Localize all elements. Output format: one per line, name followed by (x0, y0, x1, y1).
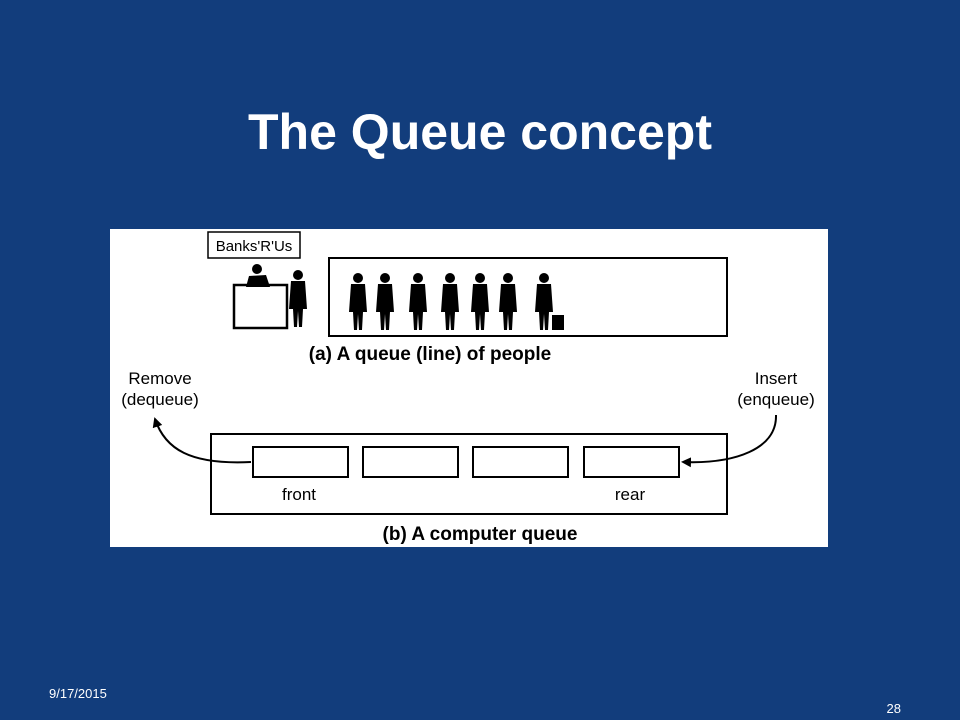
caption-a: (a) A queue (line) of people (309, 344, 551, 365)
bank-sign-label: Banks'R'Us (216, 238, 293, 255)
rear-label: rear (615, 485, 646, 504)
customer-silhouette (289, 270, 307, 327)
people-queue-box (328, 257, 728, 337)
queue-diagram: Banks'R'Us (a) A queue (line) of people … (121, 231, 815, 545)
remove-label: Remove (128, 369, 191, 388)
enqueue-label: (enqueue) (737, 390, 815, 409)
queue-slot-3 (472, 446, 569, 478)
queue-slot-rear (583, 446, 680, 478)
footer-date: 9/17/2015 (49, 686, 107, 701)
front-label: front (282, 485, 316, 504)
queue-slot-front (252, 446, 349, 478)
queue-figure: Banks'R'Us (a) A queue (line) of people … (110, 229, 828, 547)
teller-counter (232, 283, 289, 330)
slide-title: The Queue concept (248, 104, 712, 160)
dequeue-label: (dequeue) (121, 390, 199, 409)
dequeue-arrow (152, 417, 252, 464)
insert-label: Insert (755, 369, 798, 388)
queued-people (349, 273, 564, 330)
teller-silhouette (246, 264, 270, 287)
bank-sign-box (207, 231, 301, 259)
queue-slot-2 (362, 446, 459, 478)
enqueue-arrow (681, 414, 778, 468)
caption-b: (b) A computer queue (383, 524, 578, 545)
page-number: 28 (886, 701, 901, 716)
